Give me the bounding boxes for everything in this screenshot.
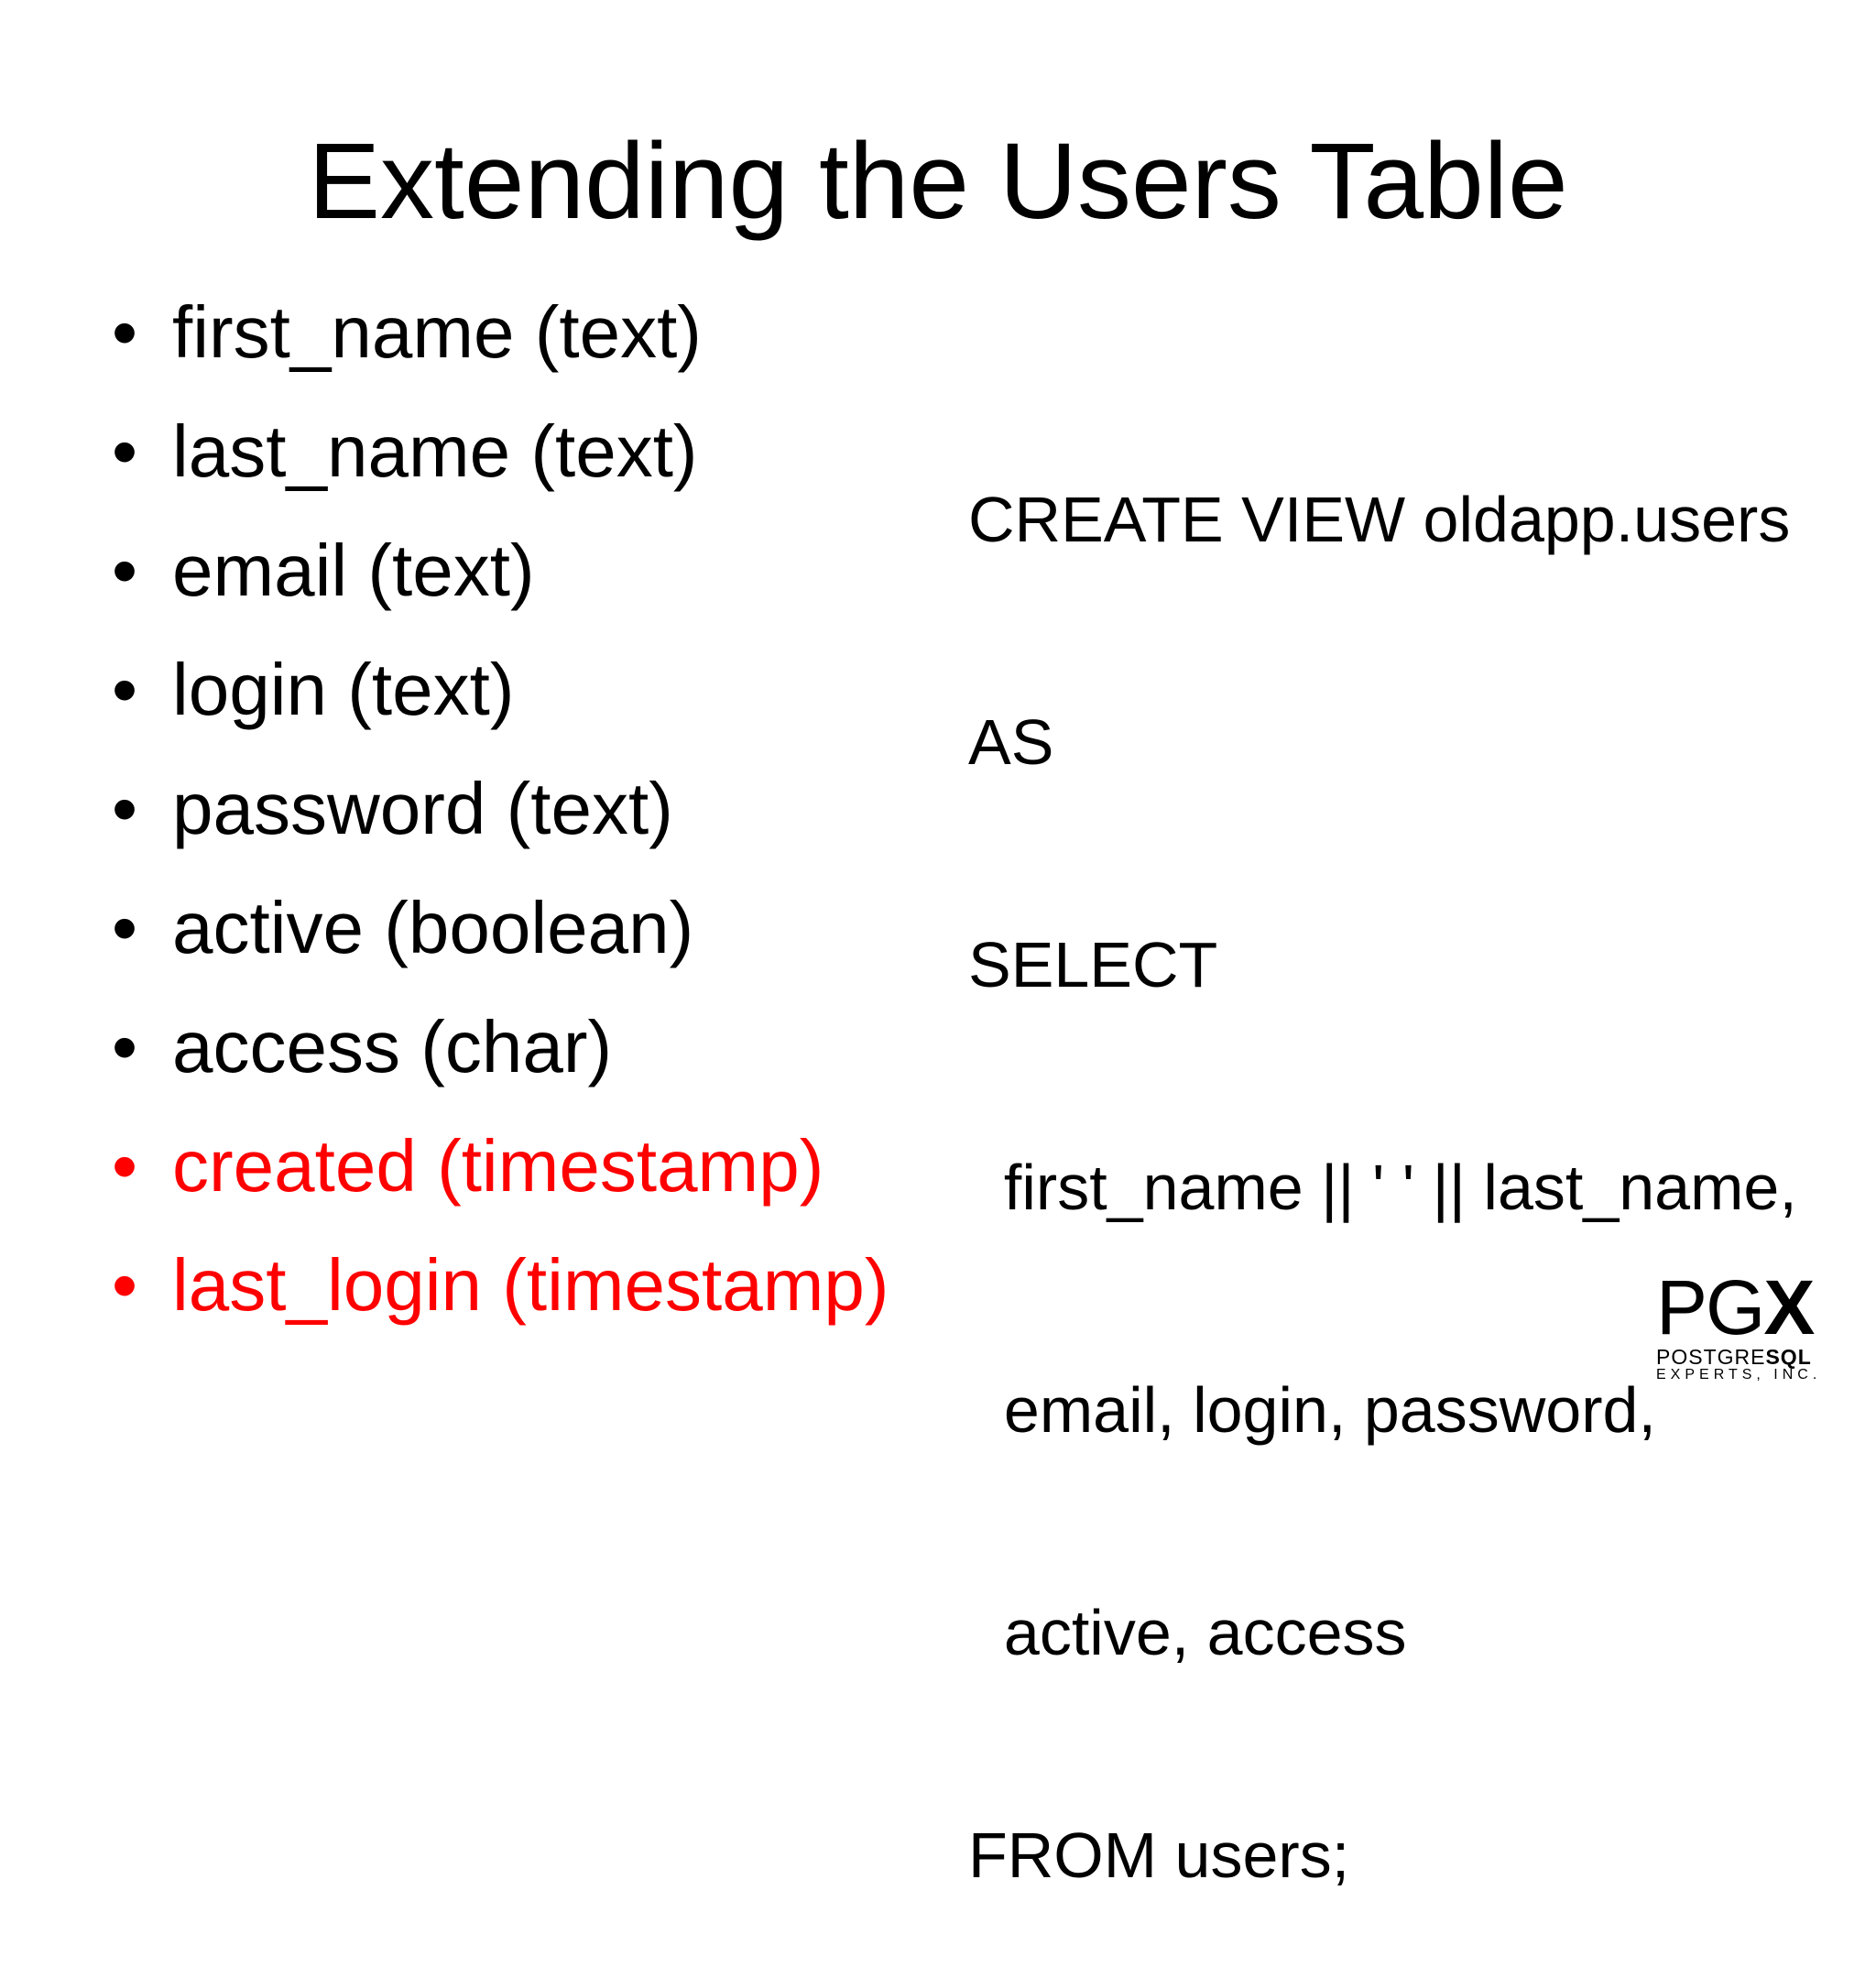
- bullet-dot: •: [111, 1006, 137, 1087]
- sql-line: first_name || ' ' || last_name,: [968, 1152, 1797, 1223]
- bullet-dot: •: [111, 649, 137, 730]
- bullet-text: access (char): [172, 1006, 613, 1087]
- column-bullet-list: • first_name (text) • last_name (text) •…: [106, 282, 889, 1354]
- sql-line: SELECT: [968, 929, 1218, 1000]
- bullet-text: password (text): [172, 768, 673, 849]
- bullet-dot: •: [111, 887, 137, 968]
- bullet-item-login: • login (text): [106, 639, 889, 759]
- bullet-item-last-login: • last_login (timestamp): [106, 1235, 889, 1354]
- sql-line: CREATE VIEW oldapp.users: [968, 484, 1791, 555]
- bullet-text: created (timestamp): [172, 1125, 824, 1207]
- logo-tagline: EXPERTS, INC.: [1656, 1367, 1822, 1382]
- pgx-logo: PGX POSTGRESQL EXPERTS, INC.: [1656, 1269, 1821, 1383]
- sql-line: FROM users;: [968, 1819, 1350, 1891]
- bullet-text: login (text): [172, 649, 515, 730]
- bullet-item-created: • created (timestamp): [106, 1116, 889, 1235]
- bullet-item-first-name: • first_name (text): [106, 282, 889, 401]
- sql-view-code: CREATE VIEW oldapp.users AS SELECT first…: [968, 334, 1797, 1967]
- slide-title: Extending the Users Table: [308, 121, 1568, 242]
- logo-company-name: POSTGRESQL: [1656, 1346, 1812, 1368]
- sql-line: AS: [968, 706, 1054, 778]
- logo-mark: PGX: [1656, 1269, 1815, 1346]
- logo-sql: SQL: [1765, 1345, 1812, 1369]
- bullet-text: first_name (text): [172, 291, 702, 373]
- bullet-text: email (text): [172, 530, 535, 611]
- bullet-item-email: • email (text): [106, 520, 889, 639]
- bullet-text: active (boolean): [172, 887, 694, 968]
- bullet-item-access: • access (char): [106, 997, 889, 1116]
- bullet-dot: •: [111, 768, 137, 849]
- bullet-dot: •: [111, 410, 137, 492]
- logo-mark-pg: PG: [1656, 1264, 1765, 1350]
- bullet-dot: •: [111, 291, 137, 373]
- bullet-item-password: • password (text): [106, 759, 889, 878]
- bullet-dot: •: [111, 1125, 137, 1207]
- logo-mark-x: X: [1763, 1264, 1815, 1350]
- logo-postgre: POSTGRE: [1656, 1345, 1766, 1369]
- bullet-dot: •: [111, 530, 137, 611]
- bullet-text: last_name (text): [172, 410, 698, 492]
- bullet-item-last-name: • last_name (text): [106, 401, 889, 520]
- sql-line: email, login, password,: [968, 1374, 1656, 1446]
- bullet-text: last_login (timestamp): [172, 1244, 889, 1326]
- bullet-item-active: • active (boolean): [106, 878, 889, 997]
- sql-line: active, access: [968, 1597, 1407, 1668]
- bullet-dot: •: [111, 1244, 137, 1326]
